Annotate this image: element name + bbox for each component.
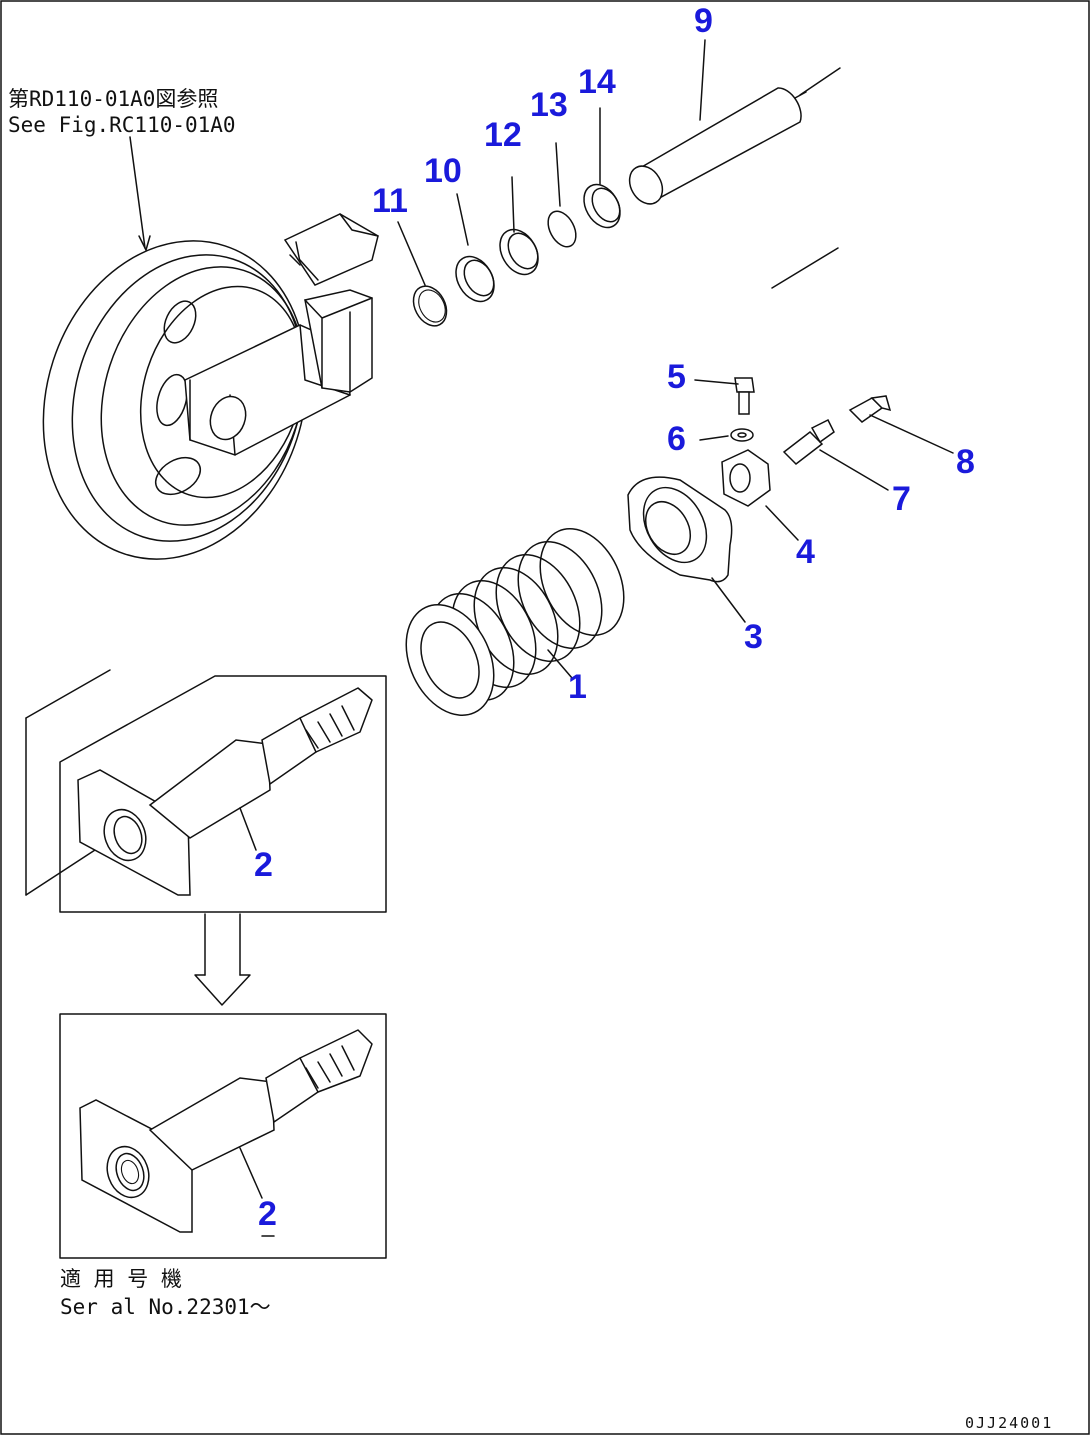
part-12-ring <box>499 228 539 276</box>
part-3-bracket <box>627 476 733 583</box>
callout-10: 10 <box>424 152 462 190</box>
reference-note-en: See Fig.RC110-01A0 <box>8 113 236 137</box>
part-5-bolt <box>734 377 755 415</box>
callout-1: 1 <box>568 668 587 706</box>
part-13-o-ring <box>547 210 577 248</box>
callout-7: 7 <box>892 480 911 518</box>
drawing-code: 0JJ24001 <box>965 1414 1053 1432</box>
callout-5: 5 <box>667 358 686 396</box>
idler-assembly <box>42 213 379 560</box>
callout-14: 14 <box>578 63 616 101</box>
callout-4: 4 <box>796 533 815 571</box>
callout-3: 3 <box>744 618 763 656</box>
callout-2-lower: 2 <box>258 1195 277 1233</box>
leader-lines <box>129 39 954 1237</box>
callout-2-upper: 2 <box>254 846 273 884</box>
callout-13: 13 <box>530 86 568 124</box>
callout-11: 11 <box>372 182 408 220</box>
change-arrow <box>194 913 251 1006</box>
serial-note-en: Ser al No.22301～ <box>60 1295 271 1319</box>
part-14-ring <box>583 183 621 229</box>
part-2-rod-lower <box>59 1013 387 1259</box>
part-8-elbow <box>848 395 892 423</box>
part-4-nut <box>721 449 771 507</box>
reference-note: 第RD110-01A0図参照 See Fig.RC110-01A0 <box>8 87 236 137</box>
part-11-snap-ring <box>412 285 448 327</box>
serial-note-jp: 適 用 号 機 <box>60 1267 182 1291</box>
reference-note-jp: 第RD110-01A0図参照 <box>8 87 218 111</box>
part-7-fitting <box>782 418 835 465</box>
part-1-spring <box>405 528 625 716</box>
part-9-cylinder <box>628 67 841 289</box>
part-6-washer <box>730 428 754 442</box>
callout-8: 8 <box>956 443 975 481</box>
callout-12: 12 <box>484 116 522 154</box>
part-10-ring <box>455 255 495 303</box>
callout-6: 6 <box>667 420 686 458</box>
part-2-rod-upper <box>25 669 387 913</box>
callout-9: 9 <box>694 2 713 40</box>
serial-note: 適 用 号 機 Ser al No.22301～ <box>60 1267 271 1319</box>
callouts: 1 2 2 3 4 5 6 7 8 9 10 11 12 13 14 <box>254 2 975 1233</box>
